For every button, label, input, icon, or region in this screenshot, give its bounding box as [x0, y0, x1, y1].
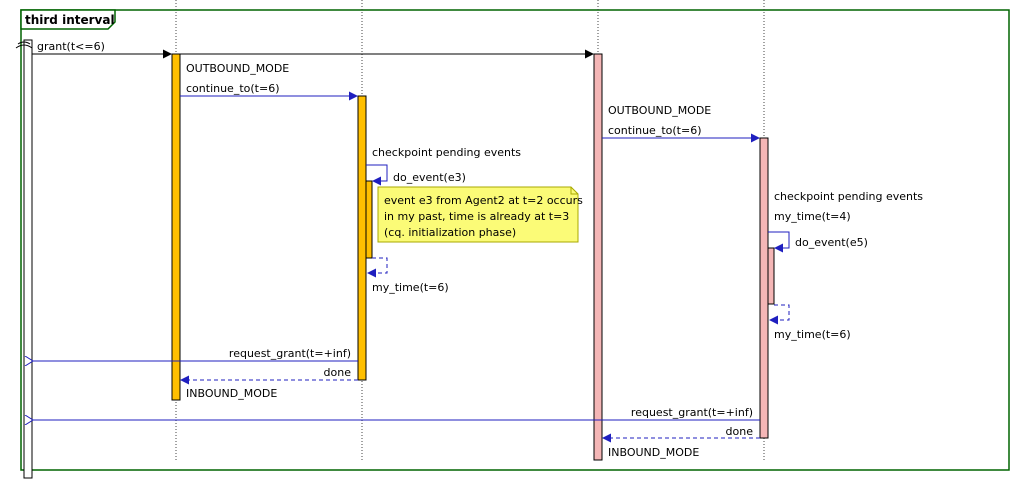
note-line-1: event e3 from Agent2 at t=2 occurs	[384, 194, 583, 207]
activation-orange-1	[171, 53, 181, 401]
my-time-label-4: my_time(t=4)	[774, 210, 851, 223]
frame-border	[20, 9, 1010, 471]
outbound-mode-label-1: OUTBOUND_MODE	[186, 62, 289, 75]
note-box	[377, 186, 579, 243]
request-grant-label-1: request_grant(t=+inf)	[229, 347, 351, 360]
outbound-mode-label-2: OUTBOUND_MODE	[608, 104, 711, 117]
continue-to-label-1: continue_to(t=6)	[186, 82, 279, 95]
do-event-e5-label: do_event(e5)	[795, 236, 868, 249]
frame-title-tab	[20, 9, 116, 30]
activation-pink-1	[593, 53, 603, 461]
note-line-2: in my past, time is already at t=3	[384, 210, 569, 223]
activation-pink-3	[767, 247, 775, 305]
checkpoint-label-1: checkpoint pending events	[372, 146, 521, 159]
frame-title: third interval	[25, 13, 115, 27]
activation-pink-2	[759, 137, 769, 439]
activation-orange-2	[357, 95, 367, 381]
checkpoint-label-2: checkpoint pending events	[774, 190, 923, 203]
request-grant-label-2: request_grant(t=+inf)	[631, 406, 753, 419]
do-event-e3-label: do_event(e3)	[393, 171, 466, 184]
do-event-e5-arrow	[768, 231, 790, 253]
inbound-mode-label-2: INBOUND_MODE	[608, 446, 699, 459]
continue-to-label-2: continue_to(t=6)	[608, 124, 701, 137]
lost-message-icon	[15, 41, 33, 49]
note-line-3: (cq. initialization phase)	[384, 226, 516, 239]
my-time-label-1: my_time(t=6)	[372, 281, 449, 294]
do-event-e3-arrow	[366, 164, 388, 186]
note-corner	[570, 187, 578, 195]
grant-label: grant(t<=6)	[37, 40, 105, 53]
done-label-2: done	[726, 425, 754, 438]
return-arrow-e5	[769, 304, 790, 325]
activation-orange-3	[365, 180, 373, 259]
left-activation-bar	[23, 39, 33, 479]
done-label-1: done	[324, 366, 352, 379]
inbound-mode-label-1: INBOUND_MODE	[186, 387, 277, 400]
return-arrow-e3	[367, 257, 388, 278]
my-time-label-2: my_time(t=6)	[774, 328, 851, 341]
